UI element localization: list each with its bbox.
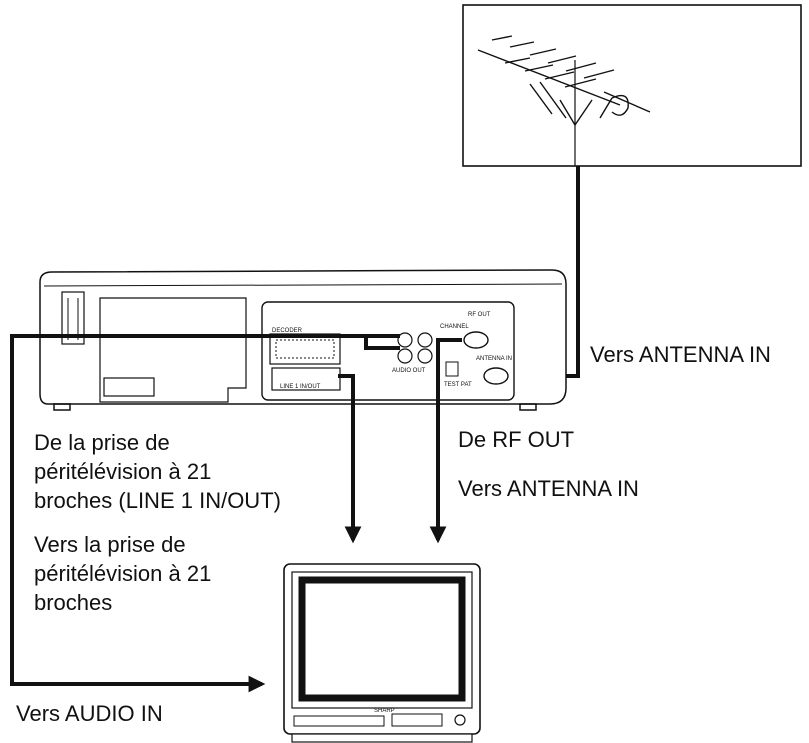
label-to-antenna-in-center: Vers ANTENNA IN — [458, 476, 639, 501]
label-to-antenna-in-right: Vers ANTENNA IN — [590, 342, 771, 367]
label-from-scart-line3: broches (LINE 1 IN/OUT) — [34, 488, 281, 513]
tv-brand-marking: SHARP — [374, 708, 395, 714]
label-from-scart-line2: péritélévision à 21 — [34, 459, 212, 484]
vcr-markings: RF OUT ANTENNA IN AUDIO OUT CHANNEL TEST… — [272, 312, 512, 390]
audio-out-marking: AUDIO OUT — [392, 368, 426, 374]
audio-cable — [10, 334, 400, 693]
label-from-rf-out: De RF OUT — [458, 427, 575, 452]
label-to-scart-line1: Vers la prise de — [34, 532, 186, 557]
test-pattern-marking: TEST PAT — [444, 382, 472, 388]
tv-set — [283, 563, 481, 743]
decoder-marking: DECODER — [272, 328, 303, 334]
label-to-scart-line2: péritélévision à 21 — [34, 561, 212, 586]
antenna-icon — [477, 35, 651, 166]
antenna-in-marking: ANTENNA IN — [476, 356, 512, 362]
rf-cable — [364, 336, 462, 544]
scart-cable — [338, 374, 362, 544]
line1-marking: LINE 1 IN/OUT — [280, 384, 321, 390]
label-to-scart-line3: broches — [34, 590, 113, 615]
label-to-audio-in: Vers AUDIO IN — [16, 701, 163, 726]
rf-out-marking: RF OUT — [468, 312, 491, 318]
channel-marking: CHANNEL — [440, 324, 469, 330]
antenna-panel — [462, 4, 802, 167]
label-from-scart-line1: De la prise de — [34, 430, 170, 455]
